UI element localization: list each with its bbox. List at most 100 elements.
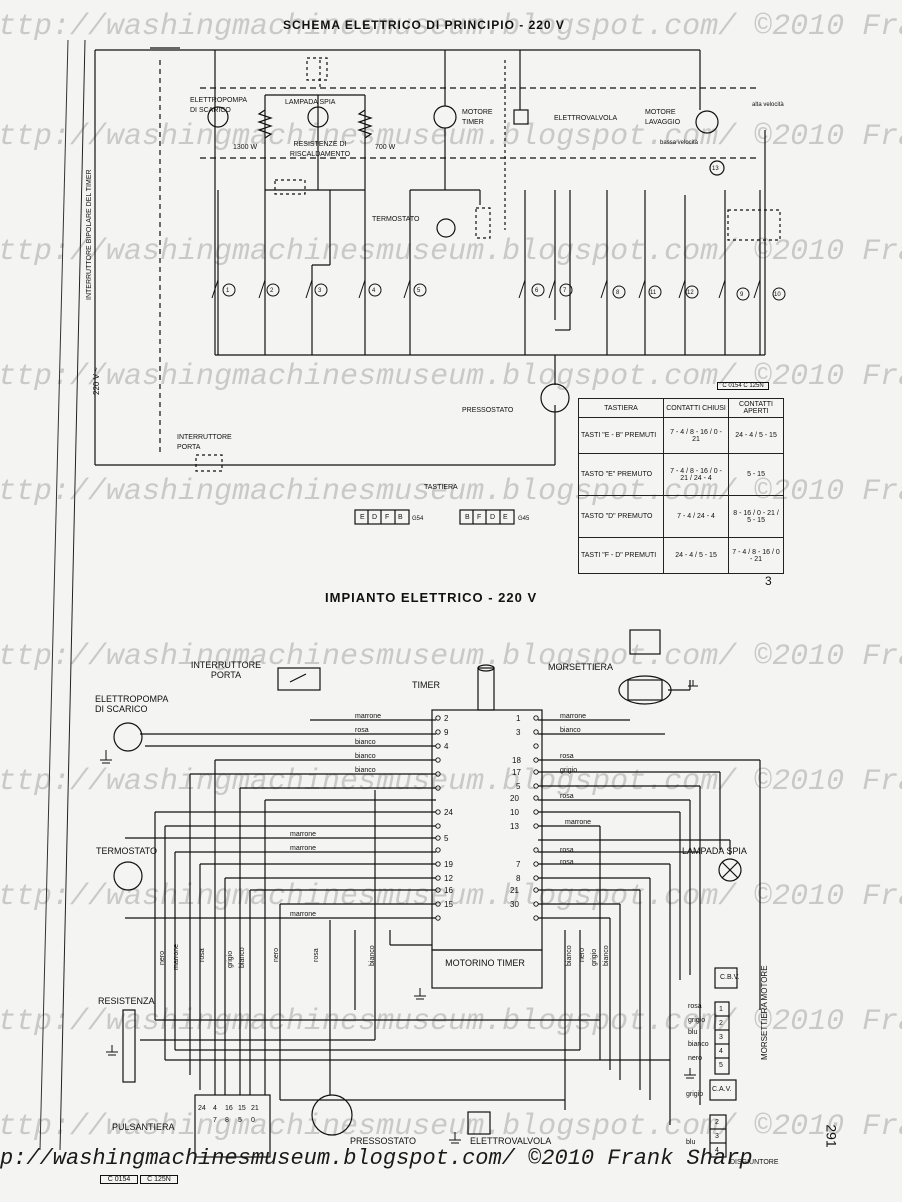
table-cell: TASTI "F - D" PREMUTI — [578, 537, 664, 574]
label-pressostato-top: PRESSOSTATO — [462, 407, 514, 414]
label-watt-700: 700 W — [375, 144, 396, 151]
switch-number: 1 — [226, 288, 230, 294]
pulsantiera-pin: 16 — [225, 1105, 233, 1112]
wire-label: nero — [159, 950, 166, 965]
label-motorino-timer: MOTORINO TIMER — [445, 958, 525, 968]
switch-number: 3 — [318, 288, 322, 294]
motor-wire-label: grigio — [688, 1017, 706, 1024]
switch-number: 2 — [270, 288, 274, 294]
label-220v: 220 V ~ — [92, 367, 101, 395]
label-code-top: C 0154 C 125N — [717, 382, 769, 390]
footer-url: p://washingmachinesmuseum.blogspot.com/ … — [0, 1146, 753, 1171]
wire-label: nero — [579, 947, 586, 962]
pulsantiera-pin: 7 — [213, 1117, 217, 1124]
wire-label: marrone — [290, 845, 317, 852]
timer-pin: 19 — [444, 860, 453, 869]
label-watt-1300: 1300 W — [233, 144, 258, 151]
tastiera-table: TASTIERA CONTATTI CHIUSI CONTATTI APERTI… — [578, 398, 784, 574]
timer-pin: 12 — [444, 874, 453, 883]
label-elettrovalvola: ELETTROVALVOLA — [470, 1136, 552, 1146]
timer-pin: 18 — [512, 756, 521, 765]
key-label: E — [360, 514, 365, 521]
switch-number: 6 — [535, 288, 539, 294]
label-termostato: TERMOSTATO — [96, 846, 158, 856]
wire-label: bianco — [560, 727, 581, 734]
page-number: 3 — [765, 574, 772, 588]
pulsantiera-pin: 4 — [213, 1105, 217, 1112]
label-elettropompa: ELETTROPOMPA DI SCARICO — [95, 694, 168, 714]
label-cbv: C.B.V. — [720, 974, 740, 981]
disgiuntore-wire: blu — [686, 1139, 696, 1146]
timer-pin: 30 — [510, 900, 519, 909]
wire-label: marrone — [565, 819, 592, 826]
disgiuntore-number: 4 — [715, 1147, 719, 1154]
label-bassa-velocita: bassa velocità — [660, 140, 699, 146]
timer-pin: 8 — [516, 874, 521, 883]
label-lampada-spia: LAMPADA SPIA — [682, 846, 747, 856]
table-cell: 7 - 4 / 8 - 16 / 0 - 21 / 24 - 4 — [662, 453, 730, 496]
table-cell: 7 - 4 / 8 - 16 / 0 - 21 — [728, 537, 784, 574]
side-page-number: 291 — [823, 1124, 840, 1148]
label-code-bottom-2: C 125N — [140, 1175, 178, 1184]
table-cell: TASTI "E - B" PREMUTI — [578, 417, 664, 454]
label-elettrovalvola-top: ELETTROVALVOLA — [554, 115, 618, 122]
timer-pin: 5 — [444, 834, 449, 843]
pulsantiera-pin: 5 — [238, 1117, 242, 1124]
switch-number: 7 — [563, 288, 567, 294]
table-cell: 24 - 4 / 5 - 15 — [662, 537, 730, 574]
wire-label: grigio — [591, 948, 598, 966]
timer-pin: 10 — [510, 808, 519, 817]
timer-pin: 15 — [444, 900, 453, 909]
label-code-bottom-1: C 0154 — [100, 1175, 138, 1184]
motor-terminal-number: 2 — [719, 1020, 723, 1027]
wire-label: bianco — [369, 945, 376, 966]
key-label: B — [465, 514, 470, 521]
schematic-title: SCHEMA ELETTRICO DI PRINCIPIO - 220 V — [283, 18, 565, 32]
wire-label: grigio — [227, 950, 234, 968]
table-cell: 8 - 16 / 0 - 21 / 5 - 15 — [728, 495, 784, 538]
wire-label: marrone — [290, 831, 317, 838]
disgiuntore-number: 2 — [715, 1119, 719, 1126]
wire-label: bianco — [355, 767, 376, 774]
motor-wire-label: blu — [688, 1029, 698, 1036]
label-disgiuntore: DISGIUNTORE — [730, 1159, 779, 1166]
disgiuntore-wire: grigio — [686, 1091, 704, 1098]
wire-label: bianco — [355, 739, 376, 746]
wire-label: grigio — [560, 767, 578, 774]
motor-terminal-number: 3 — [719, 1034, 723, 1041]
switch-number: 11 — [650, 290, 657, 296]
disgiuntore-number: 3 — [715, 1133, 719, 1140]
timer-pin: 7 — [516, 860, 521, 869]
timer-pin: 1 — [516, 714, 521, 723]
pulsantiera-pin: 24 — [198, 1105, 206, 1112]
pulsantiera-pin: 15 — [238, 1105, 246, 1112]
motor-wire-label: bianco — [688, 1041, 709, 1048]
table-cell: 7 - 4 / 8 - 16 / 0 - 21 — [662, 417, 730, 454]
switch-number: 12 — [687, 290, 694, 296]
switch-number: 13 — [712, 166, 719, 172]
label-g45: G45 — [518, 516, 530, 522]
wire-label: rosa — [560, 859, 574, 866]
switch-number: 8 — [616, 290, 620, 296]
label-resistenze: RESISTENZE DI RISCALDAMENTO — [289, 141, 351, 158]
label-alta-velocita: alta velocità — [752, 102, 784, 108]
wire-label: marrone — [355, 713, 382, 720]
key-label: D — [372, 514, 378, 521]
table-cell: TASTO "D" PREMUTO — [578, 495, 664, 538]
key-label: E — [503, 514, 508, 521]
label-pressostato: PRESSOSTATO — [350, 1136, 417, 1146]
timer-pin: 9 — [444, 728, 449, 737]
label-termostato-top: TERMOSTATO — [372, 216, 420, 223]
wire-label: rosa — [313, 948, 320, 962]
switch-number: 9 — [740, 292, 744, 298]
label-timer: TIMER — [412, 680, 440, 690]
table-cell: 7 - 4 / 24 - 4 — [662, 495, 730, 538]
key-label: B — [398, 514, 403, 521]
timer-pin: 21 — [510, 886, 519, 895]
timer-pin: 24 — [444, 808, 453, 817]
table-header: CONTATTI APERTI — [728, 398, 784, 418]
pulsantiera-pin: 8 — [225, 1117, 229, 1124]
wire-label: bianco — [566, 945, 573, 966]
